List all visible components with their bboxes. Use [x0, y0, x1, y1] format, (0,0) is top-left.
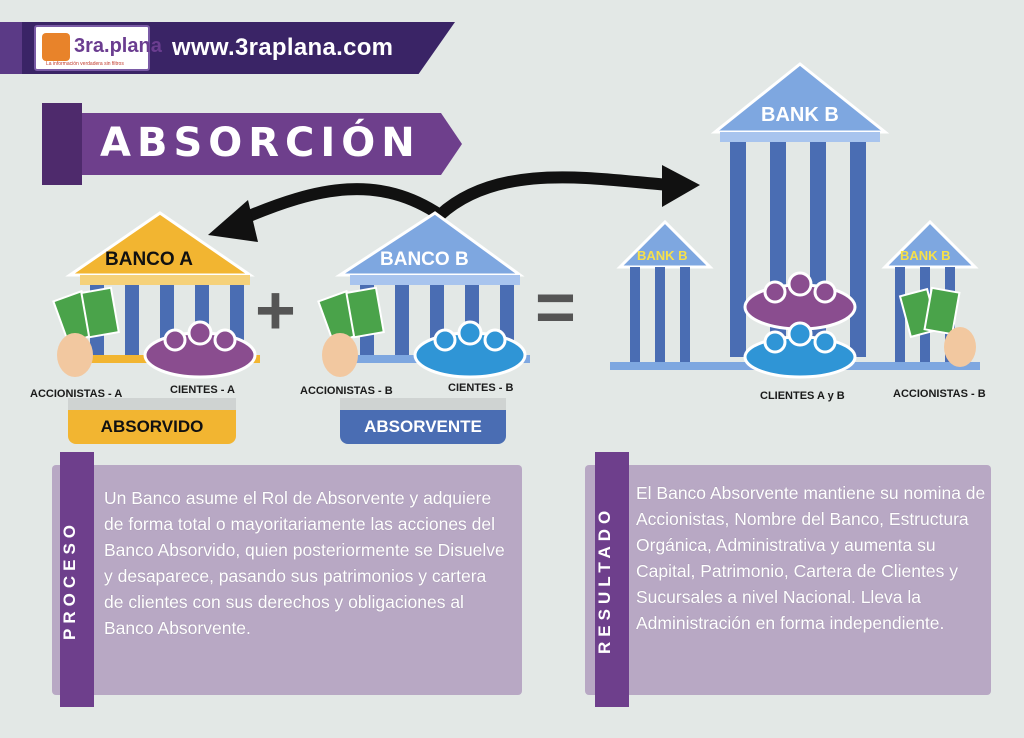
arrow-left-head — [208, 200, 258, 242]
equals-sign: = — [535, 268, 576, 346]
result-clients-label: CLIENTES A y B — [760, 390, 845, 402]
result-bank-left-name: BANK B — [637, 248, 688, 263]
arrow-right-head — [662, 165, 700, 207]
bank-a-tag-top — [68, 398, 236, 410]
logo-text: 3ra.plana — [74, 35, 162, 57]
result-bank-right-name: BANK B — [900, 248, 951, 263]
bank-a-tag: ABSORVIDO — [68, 410, 236, 444]
page-title: ABSORCIÓN — [100, 120, 421, 166]
logo-tagline: La información verdadera sin filtros — [46, 61, 124, 67]
bank-b-tag: ABSORVENTE — [340, 410, 506, 444]
title-banner-tab — [42, 103, 82, 185]
bank-a-clients-label: CIENTES - A — [170, 384, 235, 396]
bank-a-name: BANCO A — [105, 249, 193, 270]
resultado-panel — [585, 465, 991, 695]
proceso-text: Un Banco asume el Rol de Absorvente y ad… — [104, 488, 505, 638]
resultado-text: El Banco Absorvente mantiene su nomina d… — [636, 483, 986, 633]
result-bank-main-name: BANK B — [761, 104, 839, 126]
site-url[interactable]: www.3raplana.com — [172, 34, 394, 61]
arrow-right — [435, 171, 671, 220]
logo-icon — [42, 33, 70, 61]
bank-b-tag-top — [340, 398, 506, 410]
proceso-tab-bg — [60, 452, 94, 707]
arrows-graphic — [208, 165, 700, 242]
title-banner — [42, 113, 462, 175]
proceso-tab: PROCESO — [60, 519, 79, 641]
proceso-panel — [52, 465, 522, 695]
bank-a-graphic — [52, 211, 260, 379]
resultado-tab-bg — [595, 452, 629, 707]
arrow-left — [237, 183, 444, 226]
plus-sign: + — [255, 271, 296, 349]
resultado-tab: RESULTADO — [595, 505, 614, 655]
logo[interactable]: 3ra.plana La información verdadera sin f… — [34, 25, 162, 71]
result-shareholders-label: ACCIONISTAS - B — [893, 388, 986, 400]
bank-b-shareholders-label: ACCIONISTAS - B — [300, 385, 393, 397]
bank-a-shareholders-label: ACCIONISTAS - A — [30, 388, 123, 400]
bank-b-clients-label: CIENTES - B — [448, 382, 514, 394]
bank-b-graphic — [317, 211, 530, 379]
header-accent — [0, 22, 22, 74]
bank-b-name: BANCO B — [380, 249, 469, 270]
result-bank-graphic — [610, 62, 980, 379]
